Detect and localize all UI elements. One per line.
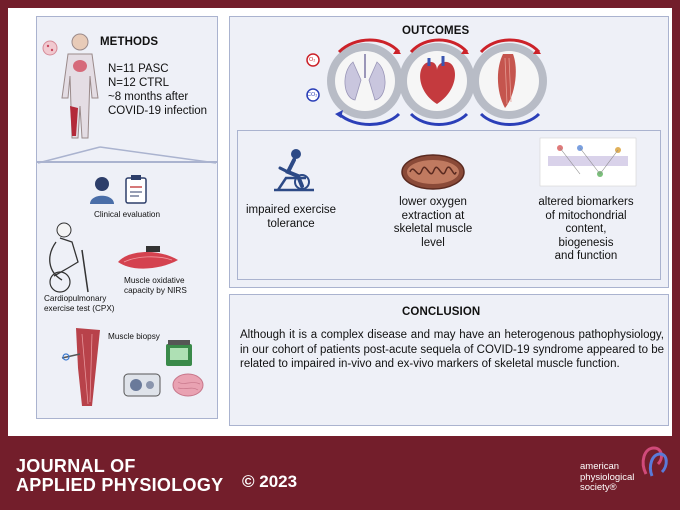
o2-label: O₂ — [309, 57, 316, 63]
o2-marker-icon — [306, 53, 320, 67]
journal-title-line2: APPLIED PHYSIOLOGY — [16, 475, 224, 495]
clinical-evaluation-label: Clinical evaluation — [94, 210, 160, 219]
doctor-icon — [90, 177, 114, 204]
copyright-text: © 2023 — [242, 472, 298, 491]
clipboard-icon — [125, 175, 147, 204]
effect-oxygen-extraction: lower oxygen extraction at skeletal musc… — [393, 196, 473, 249]
cycling-test-icon — [49, 222, 89, 293]
aps-society-name: american physiological society® — [580, 461, 635, 493]
nirs-label: Muscle oxidative capacity by NIRS — [124, 276, 187, 295]
conclusion-panel — [229, 294, 669, 426]
outcomes-title: OUTCOMES — [402, 25, 470, 37]
leg-muscle-icon — [61, 328, 100, 406]
conclusion-title: CONCLUSION — [402, 306, 481, 318]
incubator-icon — [166, 340, 192, 366]
lungs-gear-icon — [327, 43, 403, 119]
human-figure-icon — [42, 33, 99, 139]
respirometer-icon — [123, 373, 161, 397]
mitochondrion-icon — [401, 154, 465, 190]
effect-mitochondrial-biomarkers: altered biomarkers of mitochondrial cont… — [538, 196, 634, 262]
tissue-sample-icon — [172, 373, 204, 397]
cpx-label: Cardiopulmonary exercise test (CPX) — [44, 294, 115, 313]
muscle-nirs-icon — [118, 246, 178, 269]
methods-cohort-text: N=11 PASC N=12 CTRL ~8 months after COVI… — [108, 63, 208, 117]
co2-marker-icon — [306, 88, 320, 102]
biomarker-pathway-icon — [539, 137, 637, 187]
muscle-gear-icon — [471, 43, 547, 119]
aps-logo-icon — [641, 446, 668, 477]
zoom-connector — [37, 146, 217, 164]
heart-gear-icon — [399, 43, 475, 119]
journal-title-line1: JOURNAL OF — [16, 456, 136, 476]
gears-diagram — [327, 38, 547, 126]
methods-title: METHODS — [100, 36, 159, 48]
conclusion-text: Although it is a complex disease and may… — [240, 329, 664, 370]
co2-label: CO₂ — [307, 92, 318, 98]
effect-exercise-tolerance: impaired exercise tolerance — [245, 204, 337, 230]
biopsy-label: Muscle biopsy — [108, 332, 160, 341]
cyclist-icon — [274, 149, 314, 192]
